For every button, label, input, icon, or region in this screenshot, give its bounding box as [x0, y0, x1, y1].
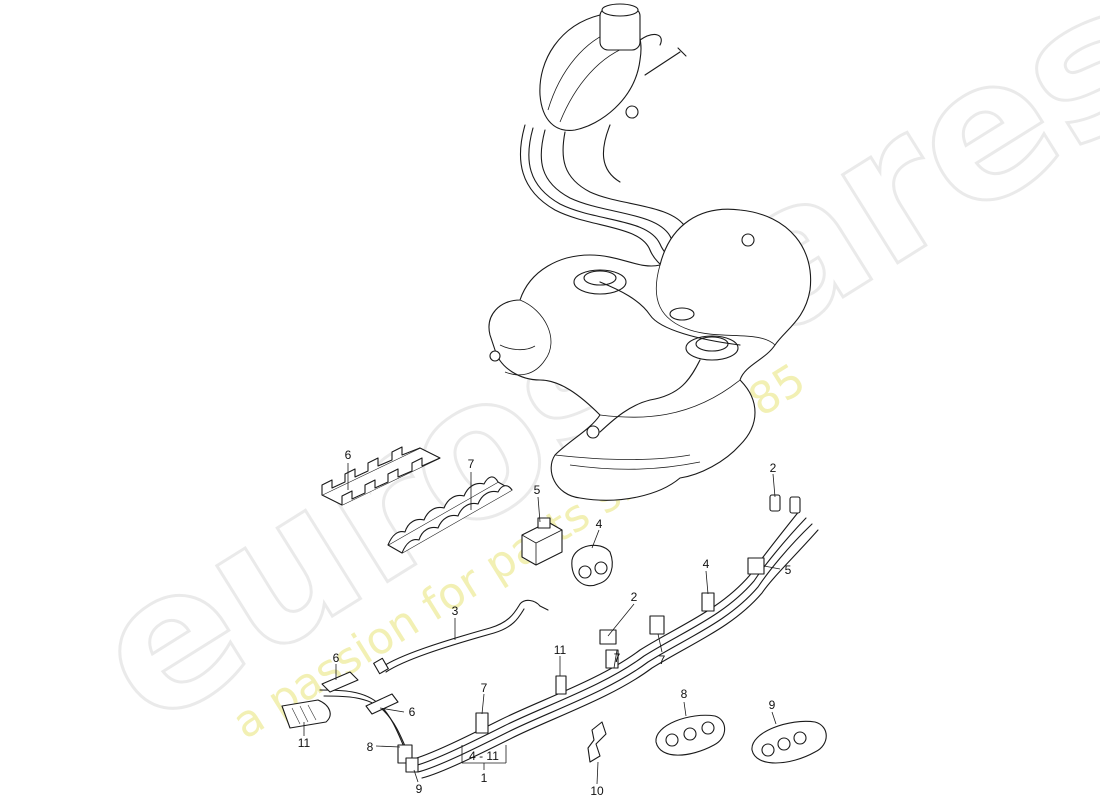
callout-5-top: 5	[534, 483, 541, 497]
fuel-tank-assembly	[488, 3, 812, 501]
callout-4-11-range: 4 - 11	[469, 749, 499, 763]
clip-4-on-line	[701, 592, 715, 612]
clip-9-on-line	[405, 757, 419, 773]
clip-2-on-line	[599, 629, 617, 645]
callout-8-part: 8	[681, 687, 688, 701]
callout-9-part: 9	[769, 698, 776, 712]
callout-10: 10	[590, 784, 604, 798]
clip-11-on-line	[555, 675, 567, 695]
fuel-line-3	[373, 599, 549, 675]
fuel-line-bundle	[319, 494, 819, 779]
clip-strip-7	[387, 476, 513, 554]
sleeve-11	[281, 699, 331, 729]
callout-4-line: 4	[703, 557, 710, 571]
clip-strip-6	[321, 446, 441, 506]
spring-clip-10	[587, 721, 607, 763]
quad-clip-9	[751, 720, 827, 764]
callout-11-line: 11	[554, 643, 567, 657]
callout-6-mid: 6	[333, 651, 340, 665]
callout-8-line: 8	[367, 740, 374, 754]
callout-3: 3	[452, 604, 459, 618]
callout-11-sleeve: 11	[298, 736, 311, 750]
clip-4	[571, 544, 613, 587]
callout-1: 1	[481, 771, 488, 785]
leader-lines	[303, 463, 781, 785]
triple-clip-8	[655, 714, 726, 756]
callout-5-line: 5	[785, 563, 792, 577]
clip-5	[521, 517, 563, 566]
clip-7-on-line-c	[649, 615, 665, 635]
callout-6-top: 6	[345, 448, 352, 462]
callout-7-top: 7	[468, 457, 475, 471]
callout-2-top: 2	[770, 461, 777, 475]
callout-7-line-b: 7	[614, 651, 621, 665]
callouts: 6 7 5 4 2 3 4 2 5 6 11 7 7 7 6 11 8 9 4 …	[298, 448, 792, 798]
callout-2-line: 2	[631, 590, 638, 604]
callout-4-top: 4	[596, 517, 603, 531]
clip-7-on-line-a	[475, 712, 489, 734]
clip-5-on-line	[747, 557, 765, 575]
callout-7-line-a: 7	[481, 681, 488, 695]
callout-6-low: 6	[409, 705, 416, 719]
callout-9-line: 9	[416, 782, 423, 796]
callout-7-line-c: 7	[659, 653, 666, 667]
